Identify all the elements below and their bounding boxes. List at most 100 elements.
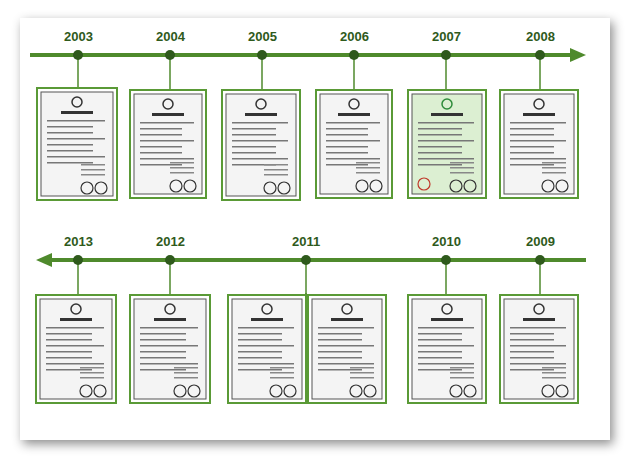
certificate-line <box>326 140 380 142</box>
certificate-line <box>542 162 566 164</box>
certificate-line <box>140 327 198 329</box>
certificate-line <box>510 351 554 353</box>
certificate-line <box>418 146 462 148</box>
certificate-line <box>450 172 474 174</box>
certificate-line <box>318 363 374 365</box>
certificate-seal <box>80 385 92 397</box>
certificate-line <box>238 351 282 353</box>
certificate-line <box>140 134 182 136</box>
certificate-line <box>318 339 362 341</box>
certificate-title <box>523 318 555 321</box>
certificate-seal <box>450 385 462 397</box>
connector-stem <box>539 55 541 90</box>
certificate-line <box>418 345 474 347</box>
certificate-seal <box>450 180 462 192</box>
connector-stem <box>169 55 171 90</box>
certificate-line <box>318 327 374 329</box>
certificate-line <box>542 167 566 169</box>
connector-stem <box>261 55 263 90</box>
certificate-line <box>326 146 368 148</box>
year-label: 2005 <box>248 30 277 43</box>
certificate-line <box>270 377 294 379</box>
certificate-line <box>418 128 462 130</box>
certificate-line <box>46 357 92 359</box>
certificate-seal <box>264 182 276 194</box>
certificate-title <box>60 318 92 321</box>
certificate-seal <box>356 180 368 192</box>
certificate-line <box>140 158 194 160</box>
certificate-seal <box>95 182 107 194</box>
certificate-line <box>80 367 104 369</box>
certificate-line <box>510 363 566 365</box>
certificate-line <box>418 140 474 142</box>
certificate-seal <box>270 385 282 397</box>
certificate-emblem <box>262 304 272 314</box>
certificate-emblem <box>165 304 175 314</box>
certificate-line <box>140 345 198 347</box>
certificate-paper <box>134 299 206 399</box>
certificate-seal <box>370 180 382 192</box>
certificate-line <box>47 120 105 122</box>
certificate-line <box>510 327 566 329</box>
certificate-title <box>245 113 277 116</box>
certificate-seal <box>170 180 182 192</box>
certificate-line <box>326 134 368 136</box>
year-label: 2003 <box>64 30 93 43</box>
certificate-line <box>450 167 474 169</box>
certificate-frame <box>130 90 206 198</box>
timeline-dot <box>535 255 545 265</box>
certificate-line <box>418 327 474 329</box>
certificate-line <box>510 128 554 130</box>
certificate-frame <box>37 88 117 200</box>
certificate-line <box>47 126 93 128</box>
timeline-dot <box>165 50 175 60</box>
connector-stem <box>445 260 447 295</box>
certificate-frame <box>130 295 210 403</box>
certificate-line <box>47 144 93 146</box>
certificate-line <box>238 363 294 365</box>
timeline-dot <box>535 50 545 60</box>
certificate-line <box>174 372 198 374</box>
certificate-line <box>140 339 186 341</box>
certificate-seal <box>284 385 296 397</box>
certificate-line <box>140 122 194 124</box>
certificate-line <box>350 377 374 379</box>
certificate-frame <box>222 90 300 200</box>
certificate-title <box>331 318 363 321</box>
certificate-line <box>510 146 554 148</box>
certificate-line <box>542 172 566 174</box>
certificate-paper <box>504 299 574 399</box>
certificate-line <box>418 369 462 371</box>
certificate-paper <box>312 299 382 399</box>
certificate-line <box>418 333 462 335</box>
certificate-paper <box>412 299 482 399</box>
certificate-line <box>326 152 368 154</box>
certificate-emblem <box>442 304 452 314</box>
year-label: 2006 <box>340 30 369 43</box>
certificate-line <box>418 164 462 166</box>
certificate-frame <box>316 90 392 198</box>
certificate-line <box>140 146 182 148</box>
certificate-line <box>140 164 182 166</box>
certificate-line <box>232 128 276 130</box>
timeline-dot <box>257 50 267 60</box>
timeline-dot <box>165 255 175 265</box>
certificate-frame <box>308 295 386 403</box>
year-label: 2010 <box>432 235 461 248</box>
connector-stem <box>305 260 307 295</box>
certificate-line <box>140 363 198 365</box>
certificate-frame <box>408 90 486 198</box>
certificate-line <box>238 339 282 341</box>
certificate-paper <box>412 94 482 194</box>
certificate-emblem <box>72 97 82 107</box>
certificate-stamp <box>418 178 430 190</box>
certificate-line <box>264 169 288 171</box>
certificate-emblem <box>163 99 173 109</box>
certificate-line <box>318 333 362 335</box>
certificate-line <box>418 351 462 353</box>
certificate-seal <box>278 182 290 194</box>
certificate-line <box>270 367 294 369</box>
certificate-line <box>356 162 380 164</box>
connector-stem <box>539 260 541 295</box>
certificate-seal <box>184 180 196 192</box>
